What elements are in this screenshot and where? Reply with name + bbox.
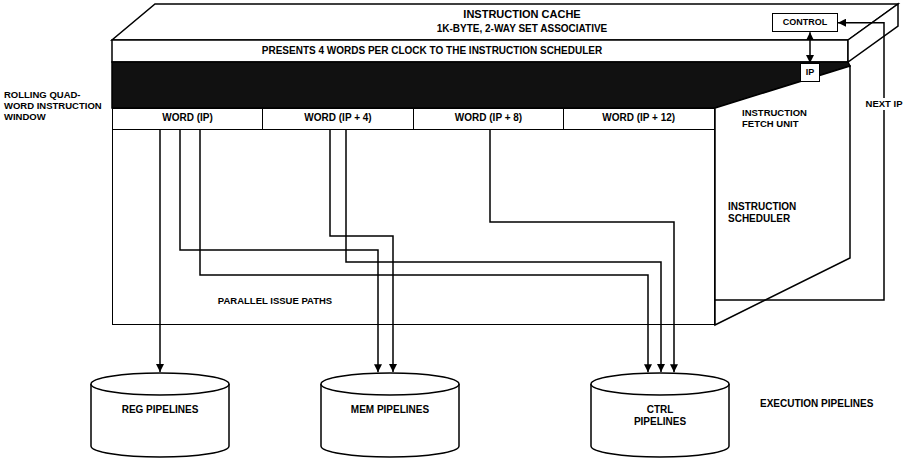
node-text: 1K-BYTE, 2-WAY SET ASSOCIATIVE (172, 23, 872, 35)
cache-front-face (112, 40, 848, 62)
node-text: WORD (IP + 8) (414, 112, 564, 124)
node-text: INSTRUCTION CACHE (172, 8, 872, 21)
cylinder-top (91, 373, 229, 395)
connector-line (809, 32, 811, 63)
node-text: WORD (IP) (113, 112, 263, 124)
edge-label: NEXT IP (864, 98, 905, 111)
node-text: CTRL PIPELINES (620, 404, 700, 427)
connector-line (715, 23, 884, 300)
annotation-label: PARALLEL ISSUE PATHS (200, 296, 350, 307)
node-text: INSTRUCTION SCHEDULER (728, 201, 838, 224)
annotation-label: ROLLING QUAD-WORD INSTRUCTION WINDOW (4, 90, 104, 123)
word-slot: WORD (IP + 8) (413, 108, 565, 130)
node-text: WORD (IP + 4) (263, 112, 413, 124)
connector-line (200, 130, 648, 373)
node-text: IP (801, 67, 819, 77)
connector-line (180, 130, 378, 373)
pipeline-cylinder: MEM PIPELINES (320, 372, 460, 458)
word-slot: WORD (IP) (112, 108, 264, 130)
annotation-label: EXECUTION PIPELINES (760, 398, 880, 410)
node-text: WORD (IP + 12) (564, 112, 714, 124)
word-slot: WORD (IP + 4) (262, 108, 414, 130)
node-text: REG PIPELINES (120, 404, 200, 416)
cylinder-top (591, 373, 729, 395)
connector-line (159, 130, 161, 373)
connector-line (330, 130, 393, 373)
cache-top-face (112, 4, 898, 40)
scheduler-box: WORD (IP)WORD (IP + 4)WORD (IP + 8)WORD … (112, 108, 715, 325)
connector-line (346, 130, 661, 373)
ip-register: IP (800, 63, 820, 82)
control-strip: CONTROL (772, 13, 838, 32)
node-text: PRESENTS 4 WORDS PER CLOCK TO THE INSTRU… (112, 45, 752, 57)
scheduler-side-face (715, 66, 850, 325)
pipeline-cylinder: REG PIPELINES (90, 372, 230, 458)
connector-line (490, 130, 674, 373)
node-text: MEM PIPELINES (350, 404, 430, 416)
cylinder-top (321, 373, 459, 395)
pipeline-cylinder: CTRL PIPELINES (590, 372, 730, 458)
word-slot: WORD (IP + 12) (563, 108, 715, 130)
cache-side-face (848, 4, 898, 62)
cache-slab: INSTRUCTION CACHE1K-BYTE, 2-WAY SET ASSO… (112, 4, 848, 62)
annotation-label: INSTRUCTION FETCH UNIT (742, 108, 832, 130)
node-text: CONTROL (773, 17, 837, 27)
